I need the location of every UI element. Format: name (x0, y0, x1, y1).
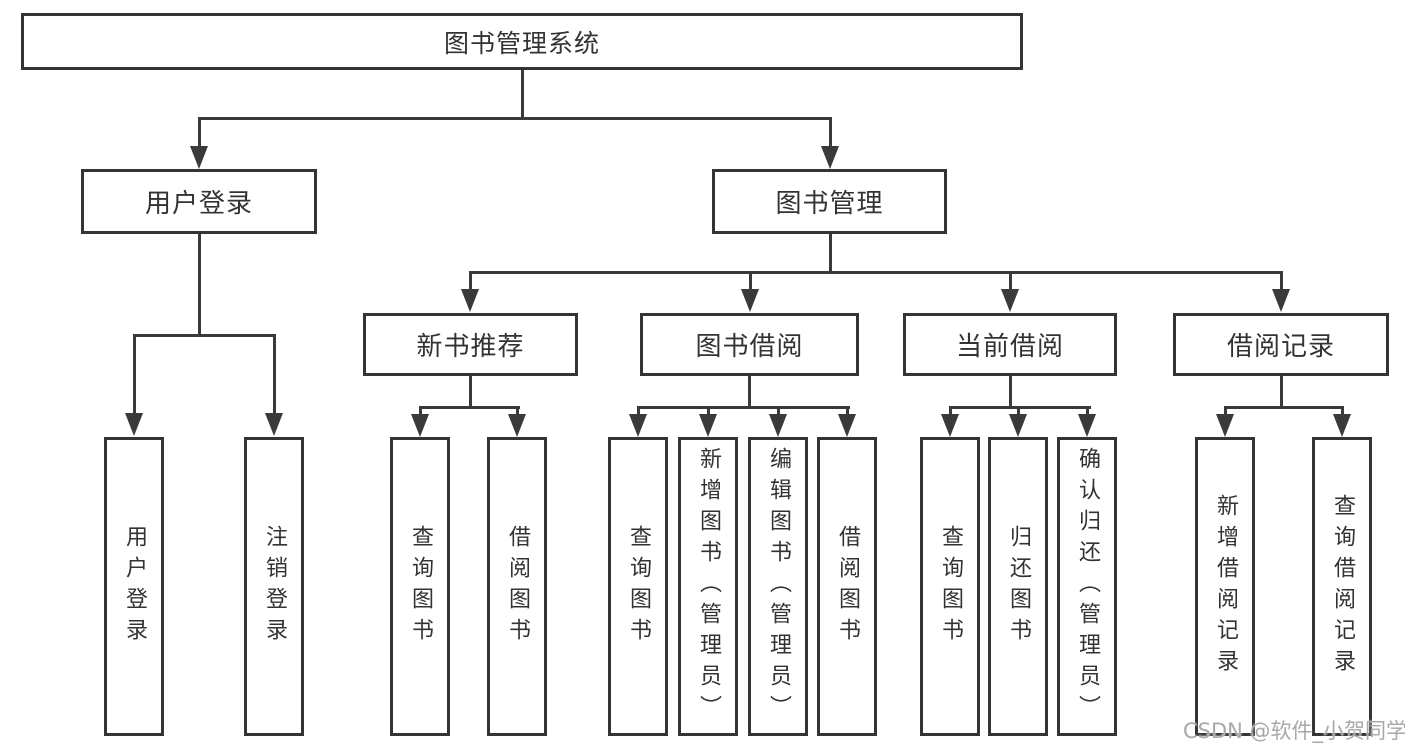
leaf-label: 借阅图书 (505, 524, 530, 649)
connector-line (1224, 406, 1344, 409)
connector-line (1224, 408, 1227, 416)
arrow-down-icon (125, 413, 143, 436)
leaf-query-borrow-record: 查询借阅记录 (1312, 437, 1372, 736)
connector-line (273, 336, 276, 414)
connector-line (133, 334, 276, 337)
node-current-borrowing: 当前借阅 (903, 313, 1117, 376)
leaf-label: 查询图书 (408, 524, 433, 649)
connector-line (748, 376, 751, 408)
leaf-label: 注销登录 (262, 524, 287, 649)
connector-line (1280, 274, 1283, 290)
leaf-query-books: 查询图书 (920, 437, 980, 736)
leaf-label: 借阅图书 (835, 524, 860, 649)
connector-line (1086, 408, 1089, 416)
connector-line (949, 406, 1091, 409)
connector-line (469, 376, 472, 408)
arrow-down-icon (190, 146, 208, 169)
node-user-login: 用户登录 (81, 169, 317, 234)
connector-line (198, 117, 832, 120)
arrow-down-icon (699, 414, 717, 437)
connector-line (419, 408, 422, 416)
leaf-label: 查询图书 (938, 524, 963, 649)
leaf-label: 归还图书 (1006, 524, 1031, 649)
connector-line (1280, 376, 1283, 408)
arrow-down-icon (1078, 414, 1096, 437)
arrow-down-icon (461, 289, 479, 312)
connector-line (1017, 408, 1020, 416)
arrow-down-icon (1001, 289, 1019, 312)
leaf-borrow-books: 借阅图书 (817, 437, 877, 736)
arrow-down-icon (508, 414, 526, 437)
arrow-down-icon (838, 414, 856, 437)
connector-line (846, 408, 849, 416)
connector-line (1341, 408, 1344, 416)
leaf-label: 编辑图书（管理员） (766, 447, 791, 726)
connector-line (419, 406, 520, 409)
node-library-system: 图书管理系统 (21, 13, 1023, 70)
connector-line (949, 408, 952, 416)
leaf-query-books: 查询图书 (390, 437, 450, 736)
connector-line (777, 408, 780, 416)
leaf-label: 查询借阅记录 (1330, 493, 1355, 680)
leaf-confirm-return-admin: 确认归还（管理员） (1057, 437, 1117, 736)
connector-line (749, 274, 752, 290)
connector-line (1009, 376, 1012, 408)
connector-line (829, 118, 832, 148)
connector-line (637, 408, 640, 416)
watermark: CSDN @软件_小贺同学 (1183, 719, 1405, 743)
leaf-user-login: 用户登录 (104, 437, 164, 736)
arrow-down-icon (411, 414, 429, 437)
arrow-down-icon (1216, 414, 1234, 437)
node-book-borrowing: 图书借阅 (640, 313, 859, 376)
leaf-add-borrow-record: 新增借阅记录 (1195, 437, 1255, 736)
connector-line (469, 271, 1283, 274)
leaf-add-book-admin: 新增图书（管理员） (678, 437, 738, 736)
arrow-down-icon (821, 146, 839, 169)
connector-line (469, 274, 472, 290)
arrow-down-icon (1009, 414, 1027, 437)
leaf-label: 新增借阅记录 (1213, 493, 1238, 680)
arrow-down-icon (769, 414, 787, 437)
leaf-edit-book-admin: 编辑图书（管理员） (748, 437, 808, 736)
connector-line (198, 234, 201, 336)
node-book-management: 图书管理 (712, 169, 947, 234)
connector-line (637, 406, 850, 409)
arrow-down-icon (1272, 289, 1290, 312)
arrow-down-icon (1333, 414, 1351, 437)
leaf-borrow-books: 借阅图书 (487, 437, 547, 736)
connector-line (133, 336, 136, 414)
connector-line (516, 408, 519, 416)
connector-line (198, 118, 201, 148)
arrow-down-icon (265, 413, 283, 436)
arrow-down-icon (629, 414, 647, 437)
arrow-down-icon (941, 414, 959, 437)
connector-line (707, 408, 710, 416)
leaf-label: 新增图书（管理员） (696, 447, 721, 726)
connector-line (1009, 274, 1012, 290)
leaf-query-books: 查询图书 (608, 437, 668, 736)
node-new-book-recommend: 新书推荐 (363, 313, 578, 376)
leaf-label: 查询图书 (626, 524, 651, 649)
connector-line (829, 234, 832, 274)
leaf-return-book: 归还图书 (988, 437, 1048, 736)
arrow-down-icon (741, 289, 759, 312)
leaf-logout: 注销登录 (244, 437, 304, 736)
connector-line (521, 70, 524, 118)
node-borrowing-records: 借阅记录 (1173, 313, 1389, 376)
leaf-label: 确认归还（管理员） (1075, 447, 1100, 726)
leaf-label: 用户登录 (122, 524, 147, 649)
